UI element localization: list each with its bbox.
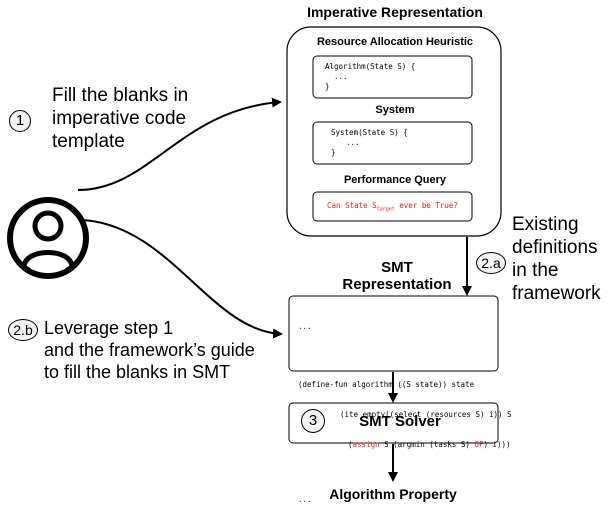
query-title: Performance Query [343, 174, 447, 186]
arrow-user-to-smt [81, 219, 283, 339]
smt-code-line-3-suffix: ) i))) [483, 440, 511, 449]
heuristic-code-line-3: } [325, 82, 330, 91]
step-1-badge: 1 [9, 110, 31, 132]
smt-title: SMT Representation [322, 259, 472, 293]
smt-code-of: OF [474, 440, 484, 449]
smt-code-dots-top: ... [298, 322, 312, 331]
smt-code-box [288, 295, 499, 372]
step-2a-text: Existing definitions in the framework [512, 213, 601, 305]
system-code: System(State S) { ...} [331, 128, 408, 158]
algorithm-property-label: Algorithm Property [329, 486, 457, 502]
heuristic-code-line-2: ... [325, 72, 348, 81]
heuristic-code-box [312, 55, 473, 99]
system-code-box [312, 121, 473, 165]
smt-code: ... (define-fun algorithm ((S state)) st… [298, 302, 512, 515]
step-2b-text: Leverage step 1 and the framework’s guid… [44, 317, 255, 383]
query-prefix: Can State S [327, 201, 377, 210]
smt-code-line-1: (define-fun algorithm ((S state)) state [298, 380, 475, 389]
system-title: System [375, 104, 415, 116]
step-1-line-2: imperative code [52, 108, 187, 129]
smt-code-line-3: (assign S (argmin (tasks S) OF) i))) [298, 440, 512, 450]
smt-title-line-1: SMT [381, 259, 413, 276]
step-2b-line-3: to fill the blanks in SMT [44, 362, 231, 382]
step-3-badge: 3 [301, 409, 325, 433]
step-2b-line-2: and the framework’s guide [44, 340, 255, 360]
step-2a-line-3: in the [512, 260, 559, 281]
imperative-title: Imperative Representation [307, 4, 483, 20]
step-2a-badge: 2.a [476, 252, 506, 274]
step-1-line-3: template [52, 131, 125, 152]
query-box [312, 191, 473, 222]
step-2b-badge: 2.b [8, 319, 38, 341]
step-2b-line-1: Leverage step 1 [44, 318, 174, 338]
query-suffix: ever be True? [394, 201, 458, 210]
smt-code-dots-bottom: ... [298, 495, 312, 504]
query-subscript: target [376, 206, 395, 213]
smt-code-line-3-mid: S (argmin (tasks S) [379, 440, 475, 449]
step-2a-line-2: definitions [512, 237, 598, 258]
system-code-line-1: System(State S) { [331, 128, 408, 137]
heuristic-title: Resource Allocation Heuristic [316, 36, 474, 48]
smt-solver-label: SMT Solver [359, 413, 441, 430]
user-avatar-icon [7, 197, 89, 279]
arrow-user-to-imperative [77, 97, 282, 191]
heuristic-code: Algorithm(State S) { ...} [325, 62, 415, 92]
step-2a-line-4: framework [512, 283, 601, 304]
query-text: Can State Starget ever be True? [313, 201, 472, 215]
heuristic-code-line-1: Algorithm(State S) { [325, 62, 416, 71]
system-code-line-2: ... [337, 138, 360, 147]
step-1-text: Fill the blanks in imperative code templ… [52, 84, 188, 153]
step-1-line-1: Fill the blanks in [52, 85, 189, 106]
step-2a-line-1: Existing [512, 214, 579, 235]
smt-code-assign: assign [352, 440, 380, 449]
smt-code-line-2: (ite empty((select (resources S) i)) S [340, 410, 512, 419]
system-code-line-3: } [331, 148, 336, 157]
smt-solver-box [288, 402, 499, 444]
smt-code-line-3-prefix: ( [348, 440, 353, 449]
smt-title-line-2: Representation [342, 276, 452, 293]
